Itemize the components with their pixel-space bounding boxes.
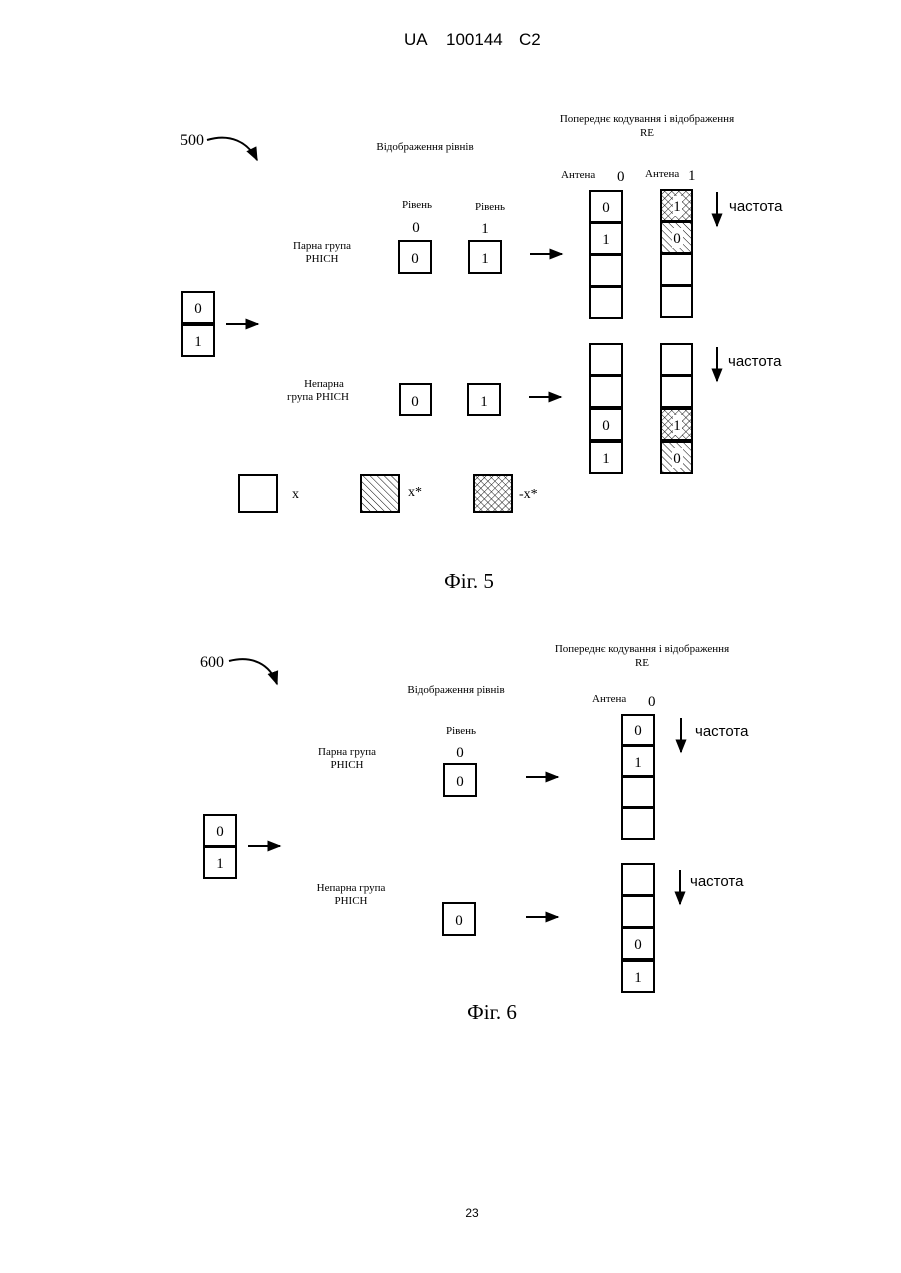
fig6-re-value: 1: [634, 755, 642, 771]
header-code: UA: [404, 30, 428, 49]
fig5-antenna0-label: Антена: [561, 169, 595, 181]
fig6-even-group-line1: Парна група: [318, 746, 376, 758]
fig5-layer1-label: Рівень: [475, 201, 505, 213]
fig6-input-bit: 0: [216, 824, 224, 840]
fig6-input-bits: 0 1: [204, 815, 236, 878]
fig5-ref-arrow: [207, 138, 257, 160]
fig6-odd-frequency-label: частота: [690, 873, 744, 890]
fig5-input-bit: 0: [194, 301, 202, 317]
fig6-layer0-label: Рівень: [446, 725, 476, 737]
legend-plain-label: x: [292, 487, 299, 502]
fig6-re-cell: [622, 864, 654, 895]
fig5-caption: Фіг. 5: [444, 569, 494, 593]
fig6-re-value: 1: [634, 970, 642, 986]
fig6-precoding-title-line1: Попереднє кодування і відображення: [555, 643, 729, 655]
legend-conj-swatch: [361, 475, 399, 512]
fig6-even-layer0-value: 0: [456, 774, 464, 790]
fig5-re-cell: [661, 376, 692, 407]
fig6-antenna0-number: 0: [648, 694, 656, 710]
fig6-odd-group-line2: PHICH: [334, 895, 367, 907]
fig5-precoding-title-line1: Попереднє кодування і відображення: [560, 113, 734, 125]
legend-conj-label: x*: [408, 485, 422, 500]
fig5-re-value: 1: [673, 199, 681, 215]
fig6-even-antenna0-column: 0 1: [622, 715, 654, 839]
fig5-input-bit: 1: [194, 334, 202, 350]
header-number: 100144: [446, 30, 503, 49]
fig6-re-value: 0: [634, 723, 642, 739]
fig6-re-cell: [622, 808, 654, 839]
fig5-legend: x x* -x*: [239, 475, 538, 512]
legend-plain-swatch: [239, 475, 277, 512]
fig5-odd-group-line2: група PHICH: [287, 391, 349, 403]
figure-6: 600 Відображення рівнів Попереднє кодува…: [200, 643, 749, 1024]
fig5-re-value: 1: [602, 232, 610, 248]
fig6-input-bit: 1: [216, 856, 224, 872]
fig5-odd-layer1-value: 1: [480, 394, 488, 410]
fig5-even-antenna0-column: 0 1: [590, 191, 622, 318]
figure-5: 500 Відображення рівнів Попереднє кодува…: [180, 113, 783, 593]
fig6-re-cell: [622, 777, 654, 807]
fig5-re-cell: [661, 344, 692, 375]
fig5-input-bits: 0 1: [182, 292, 214, 356]
fig5-antenna1-label: Антена: [645, 168, 679, 180]
fig5-even-layer1-value: 1: [481, 251, 489, 267]
fig6-even-frequency-label: частота: [695, 723, 749, 740]
fig5-even-group-line1: Парна група: [293, 240, 351, 252]
fig6-odd-group-line1: Непарна група: [317, 882, 386, 894]
fig5-layer-mapping-title: Відображення рівнів: [376, 141, 473, 153]
fig6-odd-layer0-value: 0: [455, 913, 463, 929]
fig5-re-value: 0: [673, 451, 681, 467]
fig6-ref-number: 600: [200, 654, 224, 671]
fig5-even-group-line2: PHICH: [305, 253, 338, 265]
fig5-re-value: 0: [602, 200, 610, 216]
fig5-layer0-label: Рівень: [402, 199, 432, 211]
fig5-re-cell: [661, 286, 692, 317]
fig6-ref-arrow: [229, 659, 277, 684]
fig5-antenna0-number: 0: [617, 169, 625, 185]
fig5-even-frequency-label: частота: [729, 198, 783, 215]
fig5-re-cell: [661, 254, 692, 285]
fig5-odd-layer0-value: 0: [411, 394, 419, 410]
fig5-re-cell: [590, 287, 622, 318]
fig5-precoding-title-line2: RE: [640, 127, 654, 139]
fig5-layer1-number: 1: [481, 221, 489, 237]
fig5-even-layer0-value: 0: [411, 251, 419, 267]
fig6-odd-antenna0-column: 0 1: [622, 864, 654, 992]
fig5-antenna1-number: 1: [688, 168, 696, 184]
fig5-odd-antenna0-column: 0 1: [590, 344, 622, 473]
fig6-even-group-line2: PHICH: [330, 759, 363, 771]
fig6-re-cell: [622, 896, 654, 927]
fig6-layer0-number: 0: [456, 745, 464, 761]
legend-negconj-label: -x*: [519, 487, 538, 502]
fig5-odd-antenna1-column: 1 0: [661, 344, 692, 473]
fig5-re-value: 1: [602, 451, 610, 467]
fig5-re-value: 0: [602, 418, 610, 434]
fig6-caption: Фіг. 6: [467, 1000, 517, 1024]
fig5-re-cell: [590, 255, 622, 286]
patent-header: UA 100144 C2: [404, 30, 541, 49]
fig5-odd-frequency-label: частота: [728, 353, 782, 370]
fig5-ref-number: 500: [180, 132, 204, 149]
fig6-precoding-title-line2: RE: [635, 657, 649, 669]
fig6-layer-mapping-title: Відображення рівнів: [407, 684, 504, 696]
fig5-re-cell: [590, 376, 622, 407]
fig5-re-value: 0: [673, 231, 681, 247]
fig5-layer0-number: 0: [412, 220, 420, 236]
fig6-re-value: 0: [634, 937, 642, 953]
legend-negconj-swatch: [474, 475, 512, 512]
fig5-re-value: 1: [673, 418, 681, 434]
fig5-re-cell: [590, 344, 622, 375]
header-kind: C2: [519, 30, 541, 49]
fig6-antenna0-label: Антена: [592, 693, 626, 705]
page-number: 23: [465, 1206, 479, 1220]
fig5-odd-group-line1: Непарна: [304, 378, 344, 390]
fig5-even-antenna1-column: 1 0: [661, 190, 692, 317]
